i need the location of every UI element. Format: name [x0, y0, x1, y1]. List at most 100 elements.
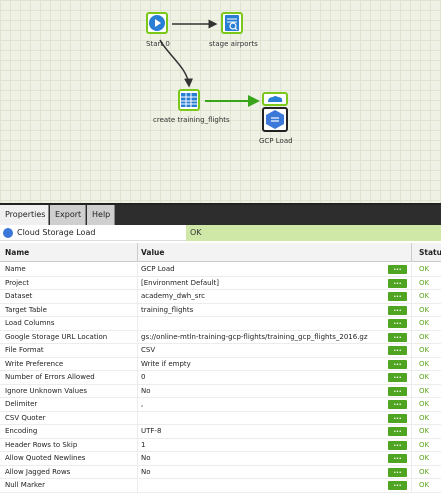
property-name: Google Storage URL Location	[5, 332, 108, 341]
property-value[interactable]: gs://online-mtln-training-gcp-flights/tr…	[141, 332, 368, 341]
edit-property-button[interactable]: ...	[388, 319, 407, 328]
edit-property-button[interactable]: ...	[388, 346, 407, 355]
property-status: OK	[419, 481, 430, 489]
tab-help[interactable]: Help	[87, 205, 115, 225]
property-name: Dataset	[5, 292, 33, 300]
property-name: Ignore Unknown Values	[5, 386, 88, 395]
property-status: OK	[419, 359, 430, 368]
property-name: Allow Jagged Rows	[5, 467, 71, 476]
property-value[interactable]: No	[141, 386, 151, 395]
edit-property-button[interactable]: ...	[388, 292, 407, 301]
property-status: OK	[419, 332, 430, 341]
property-status: OK	[419, 440, 430, 449]
column-divider	[411, 452, 412, 466]
property-value[interactable]: No	[141, 467, 151, 476]
property-name: Null Marker	[5, 481, 45, 489]
column-divider	[137, 438, 138, 452]
property-value[interactable]: academy_dwh_src	[141, 292, 205, 300]
column-divider	[411, 243, 412, 262]
edit-property-button[interactable]: ...	[388, 413, 407, 423]
column-divider	[137, 371, 138, 385]
flow-edges	[159, 19, 260, 107]
property-value[interactable]: UTF-8	[141, 427, 162, 435]
grid-header: Name Value Status	[0, 243, 441, 262]
property-name: CSV Quoter	[5, 413, 46, 422]
edit-property-button[interactable]: ...	[388, 373, 407, 382]
edit-property-button[interactable]: ...	[388, 440, 407, 450]
property-status: OK	[419, 413, 430, 422]
column-divider	[137, 398, 138, 412]
property-value[interactable]: No	[141, 454, 151, 462]
property-value[interactable]: training_flights	[141, 305, 194, 314]
property-value[interactable]: GCP Load	[141, 265, 175, 273]
property-status: OK	[419, 454, 430, 462]
property-name: Delimiter	[5, 400, 38, 408]
node-stage-label: stage airports	[209, 40, 258, 48]
edit-property-button[interactable]: ...	[388, 481, 407, 490]
table-row[interactable]: Delimiter,...OK	[0, 398, 441, 412]
column-divider	[411, 330, 412, 344]
column-divider	[411, 290, 412, 304]
edit-property-button[interactable]: ...	[388, 332, 407, 342]
edit-property-button[interactable]: ...	[388, 386, 407, 396]
property-value[interactable]: 0	[141, 373, 146, 381]
column-divider	[137, 411, 138, 425]
property-status: OK	[419, 427, 430, 435]
column-divider	[411, 276, 412, 290]
property-value[interactable]: 1	[141, 440, 146, 449]
edit-property-button[interactable]: ...	[388, 359, 407, 369]
table-row[interactable]: CSV Quoter... OK	[0, 411, 441, 425]
edit-property-button[interactable]: ...	[388, 454, 407, 463]
panel-splitter[interactable]	[0, 203, 441, 205]
column-divider	[411, 263, 412, 277]
edit-property-button[interactable]: ...	[388, 400, 407, 409]
property-value[interactable]: Write if empty	[141, 359, 191, 368]
play-icon	[149, 15, 165, 31]
property-value[interactable]: CSV	[141, 346, 156, 354]
property-value[interactable]: [Environment Default]	[141, 278, 219, 287]
stage-node-frame	[221, 12, 243, 34]
table-grid-icon	[181, 93, 197, 107]
table-row[interactable]: Load Columns...OK	[0, 317, 441, 331]
table-row[interactable]: Project [Environment Default]... OK	[0, 276, 441, 290]
tab-export[interactable]: Export	[50, 205, 86, 225]
tab-properties[interactable]: Properties	[0, 205, 49, 225]
property-name: Number of Errors Allowed	[5, 373, 95, 381]
property-status: OK	[419, 278, 430, 287]
property-name: File Format	[5, 346, 44, 354]
table-row[interactable]: Google Storage URL Location gs://online-m…	[0, 330, 441, 344]
edit-property-button[interactable]: ...	[388, 427, 407, 436]
column-divider	[411, 425, 412, 439]
component-summary: Cloud Storage Load OK	[0, 225, 441, 241]
property-name: Load Columns	[5, 319, 55, 327]
start-node-frame	[146, 12, 168, 34]
edit-property-button[interactable]: ...	[388, 265, 407, 274]
table-row[interactable]: Null Marker... OK	[0, 479, 441, 493]
table-row[interactable]: Ignore Unknown Values No... OK	[0, 384, 441, 398]
property-status: OK	[419, 386, 430, 395]
panel-tabs: Properties Export Help	[0, 205, 441, 225]
cloud-storage-load-icon	[3, 228, 13, 238]
edit-property-button[interactable]: ...	[388, 278, 407, 288]
create-node-frame	[178, 89, 200, 111]
column-divider	[411, 411, 412, 425]
column-divider	[411, 438, 412, 452]
property-name: Project	[5, 278, 29, 287]
edit-property-button[interactable]: ...	[388, 305, 407, 315]
property-status: OK	[419, 305, 430, 314]
component-status-cell: OK	[186, 225, 441, 241]
property-value[interactable]: ,	[141, 400, 144, 408]
column-divider	[411, 357, 412, 371]
column-divider	[137, 330, 138, 344]
edit-property-button[interactable]: ...	[388, 467, 407, 477]
